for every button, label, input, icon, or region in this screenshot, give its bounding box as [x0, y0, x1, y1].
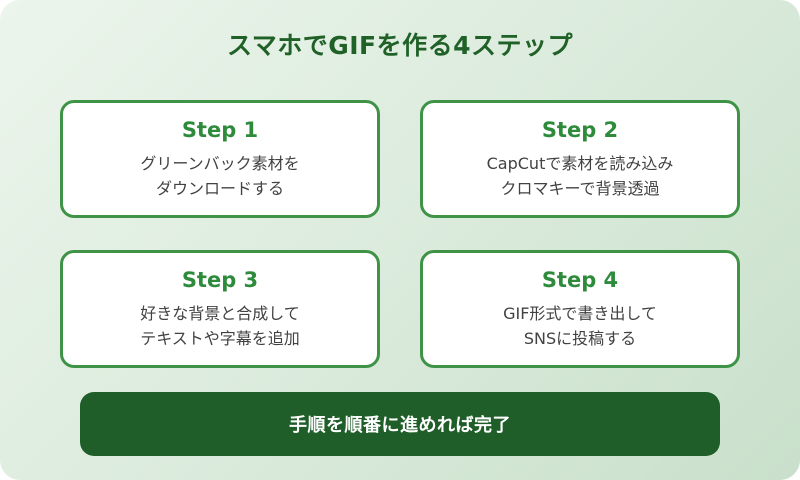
- step-1-label: Step 1: [181, 117, 259, 142]
- step-1-line-2: ダウンロードする: [155, 178, 284, 198]
- step-4-line-2: SNSに投稿する: [523, 328, 637, 348]
- step-3-line-1: 好きな背景と合成して: [140, 303, 300, 323]
- page-title: スマホでGIFを作る4ステップ: [226, 31, 574, 60]
- step-2-label: Step 2: [541, 117, 619, 142]
- step-3-text: 好きな背景と合成して テキストや字幕を追加: [140, 301, 300, 351]
- step-3-line-2: テキストや字幕を追加: [140, 328, 300, 348]
- step-1-line-1: グリーンバック素材を: [140, 153, 300, 173]
- step-card-4: Step 4 GIF形式で書き出して SNSに投稿する: [420, 250, 740, 368]
- step-card-1: Step 1 グリーンバック素材を ダウンロードする: [60, 100, 380, 218]
- step-4-text: GIF形式で書き出して SNSに投稿する: [503, 301, 657, 351]
- step-4-line-1: GIF形式で書き出して: [503, 303, 657, 323]
- footer-summary-label: 手順を順番に進めれば完了: [289, 415, 511, 436]
- step-3-label: Step 3: [181, 267, 259, 292]
- step-card-3: Step 3 好きな背景と合成して テキストや字幕を追加: [60, 250, 380, 368]
- step-1-text: グリーンバック素材を ダウンロードする: [140, 151, 299, 201]
- step-2-line-2: クロマキーで背景透過: [500, 178, 660, 198]
- steps-grid: Step 1 グリーンバック素材を ダウンロードする Step 2 CapCut…: [60, 100, 740, 368]
- step-2-line-1: CapCutで素材を読み込み: [486, 153, 674, 173]
- footer-summary-bar: 手順を順番に進めれば完了: [80, 392, 720, 456]
- step-2-text: CapCutで素材を読み込み クロマキーで背景透過: [487, 151, 674, 201]
- step-card-2: Step 2 CapCutで素材を読み込み クロマキーで背景透過: [420, 100, 740, 218]
- step-4-label: Step 4: [541, 267, 619, 292]
